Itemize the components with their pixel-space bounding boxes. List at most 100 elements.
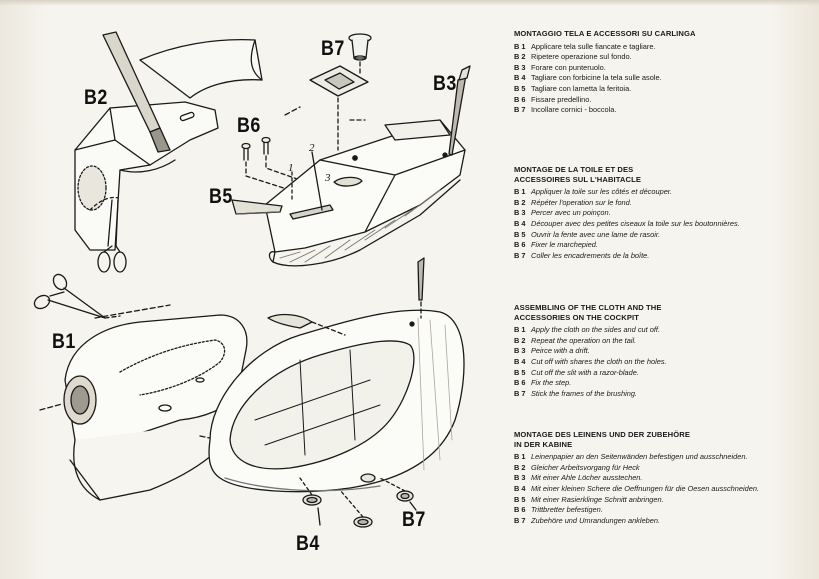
assembly-illustration: [33, 31, 471, 528]
label-b7-bottom: B7: [402, 508, 426, 531]
step-code: B 2: [514, 462, 526, 472]
step-text: Cut off with shares the cloth on the hol…: [531, 356, 667, 366]
step-text: Appliquer la toile sur les côtés et déco…: [531, 187, 673, 197]
label-step-3: 3: [325, 172, 331, 184]
label-b7-top: B7: [321, 37, 345, 60]
step-text: Gleicher Arbeitsvorgang für Heck: [531, 462, 640, 472]
step-code: B 3: [514, 208, 526, 218]
step-code: B 6: [514, 378, 526, 388]
step-code: B 7: [514, 515, 526, 525]
section-title: MONTAGE DES LEINENS UND DER ZUBEHÖRE IN …: [514, 430, 691, 449]
step-text: Mit einer Ahle Löcher ausstechen.: [531, 473, 643, 483]
step-text: Trittbretter befestigen.: [531, 505, 603, 515]
step-text: Stick the frames of the brushing.: [531, 388, 637, 398]
step-text: Mit einer Rasierklinge Schnitt anbringen…: [531, 494, 664, 504]
step-text: Applicare tela sulle fiancate e tagliare…: [531, 41, 656, 51]
step-code: B 7: [514, 105, 526, 115]
step-text: Ripetere operazione sul fondo.: [531, 52, 632, 62]
step-text: Peirce with a drift.: [531, 346, 590, 356]
instruction-step: B 2 Gleicher Arbeitsvorgang für Heck: [514, 463, 804, 474]
step-text: Tagliare con forbicine la tela sulle aso…: [531, 73, 662, 83]
step-text: Ouvrir la fente avec une lame de rasoir.: [531, 229, 661, 239]
step-code: B 5: [514, 229, 526, 239]
step-code: B 7: [514, 388, 526, 398]
instruction-step: B 5 Ouvrir la fente avec une lame de raso…: [514, 230, 804, 241]
instruction-step: B 1 Apply the cloth on the sides and cut …: [514, 325, 804, 336]
step-text: Découper avec des petites ciseaux la toi…: [531, 218, 740, 228]
instruction-step: B 4 Tagliare con forbicine la tela sulle …: [514, 73, 804, 84]
instruction-step: B 6 Fixer le marchepied.: [514, 240, 804, 251]
section-german: MONTAGE DES LEINENS UND DER ZUBEHÖRE IN …: [514, 430, 804, 526]
label-step-2: 2: [309, 142, 315, 154]
instruction-step: B 4 Cut off with shares the cloth on the …: [514, 357, 804, 368]
step-code: B 6: [514, 505, 526, 515]
label-b3: B3: [433, 72, 457, 95]
section-title: MONTAGGIO TELA E ACCESSORI SU CARLINGA: [514, 29, 696, 38]
instruction-step: B 1 Applicare tela sulle fiancate e tagli…: [514, 42, 804, 53]
instruction-step: B 5 Cut off the slit with a razor-blade.: [514, 368, 804, 379]
step-code: B 2: [514, 52, 526, 62]
step-code: B 6: [514, 94, 526, 104]
step-code: B 4: [514, 73, 526, 83]
step-code: B 4: [514, 356, 526, 366]
step-code: B 4: [514, 483, 526, 493]
step-text: Mit einer kleinen Schere die Oeffnungen …: [531, 483, 760, 493]
instruction-step: B 7 Stick the frames of the brushing.: [514, 389, 804, 400]
b5-blade: [231, 199, 283, 215]
step-text: Tagliare con lametta la feritoia.: [531, 83, 632, 93]
section-french: MONTAGE DE LA TOILE ET DES ACCESSOIRES S…: [514, 165, 804, 261]
fuselage-body-drawing: [39, 304, 259, 501]
step-code: B 6: [514, 240, 526, 250]
instruction-step: B 2 Repeat the operation on the tail.: [514, 336, 804, 347]
step-text: Fix the step.: [531, 378, 572, 388]
step-code: B 5: [514, 494, 526, 504]
step-code: B 4: [514, 218, 526, 228]
instruction-step: B 6 Trittbretter befestigen.: [514, 505, 804, 516]
step-text: Coller les encadrements de la boîte.: [531, 250, 650, 260]
step-text: Forare con punteruolo.: [531, 62, 606, 72]
step-code: B 2: [514, 197, 526, 207]
step-text: Fixer le marchepied.: [531, 240, 598, 250]
label-b5: B5: [209, 185, 233, 208]
instruction-step: B 1 Appliquer la toile sur les côtés et d…: [514, 187, 804, 198]
step-code: B 5: [514, 83, 526, 93]
instruction-step: B 4 Découper avec des petites ciseaux la …: [514, 219, 804, 230]
section-title: ASSEMBLING OF THE CLOTH AND THE ACCESSOR…: [514, 303, 662, 322]
instruction-step: B 3 Mit einer Ahle Löcher ausstechen.: [514, 473, 804, 484]
step-text: Repeat the operation on the tail.: [531, 335, 637, 345]
label-b4: B4: [296, 532, 320, 555]
instruction-step: B 4 Mit einer kleinen Schere die Oeffnung…: [514, 484, 804, 495]
step-code: B 2: [514, 335, 526, 345]
cockpit-tub-drawing: [208, 257, 465, 528]
instruction-step: B 5 Tagliare con lametta la feritoia.: [514, 84, 804, 95]
page-fold-shadow: [0, 0, 819, 6]
cockpit-hull-drawing: [264, 65, 471, 267]
instruction-step: B 7 Incollare cornici - boccola.: [514, 105, 804, 116]
step-code: B 1: [514, 41, 526, 51]
step-code: B 5: [514, 367, 526, 377]
step-code: B 3: [514, 473, 526, 483]
step-code: B 1: [514, 187, 526, 197]
step-text: Zubehöre und Umrandungen ankleben.: [531, 515, 661, 525]
b7-bushing-parts: [309, 33, 372, 151]
instruction-step: B 6 Fix the step.: [514, 378, 804, 389]
b2-tail-drawing: [74, 31, 263, 273]
step-text: Incollare cornici - boccola.: [531, 105, 617, 115]
step-code: B 7: [514, 250, 526, 260]
b6-step-parts: [241, 106, 301, 191]
step-text: Cut off the slit with a razor-blade.: [531, 367, 639, 377]
label-step-1: 1: [288, 162, 294, 174]
label-b6: B6: [237, 114, 261, 137]
step-text: Apply the cloth on the sides and cut off…: [531, 325, 661, 335]
instruction-step: B 7 Zubehöre und Umrandungen ankleben.: [514, 516, 804, 527]
step-code: B 1: [514, 452, 526, 462]
step-code: B 1: [514, 325, 526, 335]
section-italian: MONTAGGIO TELA E ACCESSORI SU CARLINGA B…: [514, 29, 804, 116]
section-title: MONTAGE DE LA TOILE ET DES ACCESSOIRES S…: [514, 165, 641, 184]
